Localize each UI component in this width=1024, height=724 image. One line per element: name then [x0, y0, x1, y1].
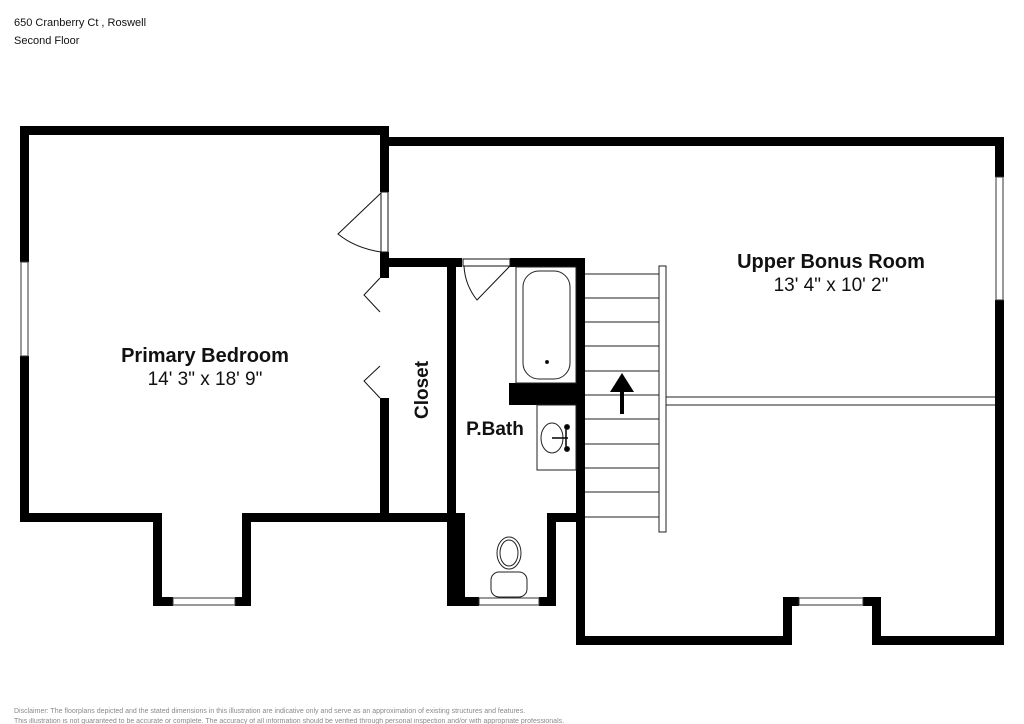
floor-label: Second Floor	[14, 35, 80, 47]
room-labels: Primary Bedroom 14' 3" x 18' 9" Upper Bo…	[121, 251, 925, 440]
window-bedroom-left	[20, 261, 29, 357]
room-dim-primary-bedroom: 14' 3" x 18' 9"	[148, 369, 263, 390]
room-dim-upper-bonus: 13' 4" x 10' 2"	[774, 275, 889, 296]
vanity	[536, 404, 577, 471]
stairs-up-arrow-icon	[610, 373, 634, 392]
disclaimer-line-1: Disclaimer: The floorplans depicted and …	[14, 708, 526, 715]
property-address: 650 Cranberry Ct , Roswell	[14, 17, 147, 29]
stairs	[585, 265, 995, 533]
windows	[20, 176, 1004, 606]
window-bonus-bottom	[798, 597, 864, 606]
disclaimer-line-2: This illustration is not guaranteed to b…	[14, 718, 565, 724]
walls	[20, 126, 1004, 645]
bath-fixtures	[490, 266, 577, 598]
tub-basin	[522, 270, 571, 380]
window-bath	[478, 597, 540, 606]
toilet-icon	[496, 536, 522, 570]
room-name-closet: Closet	[412, 360, 433, 419]
window-bonus-right	[995, 176, 1004, 301]
room-name-p-bath: P.Bath	[466, 419, 524, 440]
tub	[515, 266, 577, 384]
window-bedroom-bottom	[172, 597, 236, 606]
room-name-primary-bedroom: Primary Bedroom	[121, 345, 289, 367]
room-name-upper-bonus: Upper Bonus Room	[737, 251, 925, 273]
doors	[337, 191, 511, 399]
